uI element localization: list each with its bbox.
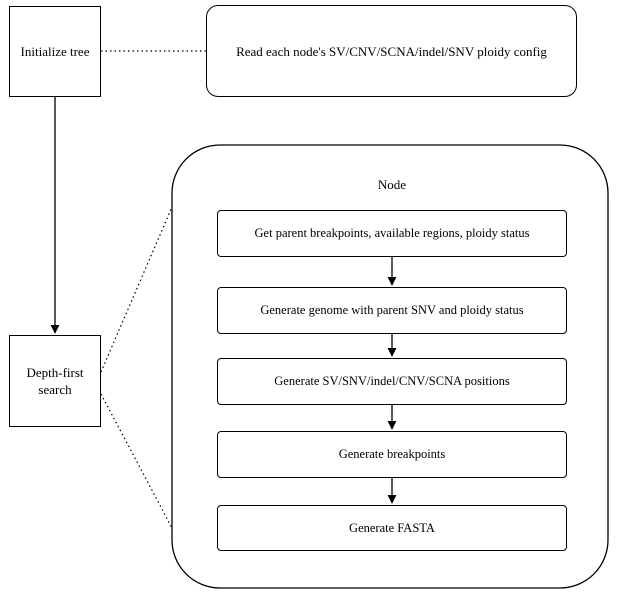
step-get-parent-breakpoints: Get parent breakpoints, available region… [217, 210, 567, 257]
read-config-box: Read each node's SV/CNV/SCNA/indel/SNV p… [206, 5, 577, 97]
step-2-label: Generate genome with parent SNV and ploi… [260, 303, 524, 317]
step-generate-breakpoints: Generate breakpoints [217, 431, 567, 478]
step-4-label: Generate breakpoints [338, 447, 446, 461]
step-1-label: Get parent breakpoints, available region… [254, 226, 530, 240]
step-generate-positions: Generate SV/SNV/indel/CNV/SCNA positions [217, 358, 567, 405]
node-title: Node [377, 177, 407, 192]
step-generate-genome: Generate genome with parent SNV and ploi… [217, 287, 567, 334]
read-config-label: Read each node's SV/CNV/SCNA/indel/SNV p… [236, 43, 547, 59]
step-3-label: Generate SV/SNV/indel/CNV/SCNA positions [274, 374, 510, 388]
depth-first-search-box: Depth-first search [9, 335, 101, 427]
dotted-zoom-top [100, 206, 173, 373]
depth-first-search-label: Depth-first search [26, 365, 84, 397]
step-generate-fasta: Generate FASTA [217, 505, 567, 551]
initialize-tree-box: Initialize tree [9, 6, 101, 97]
dotted-zoom-bottom [100, 393, 173, 529]
step-5-label: Generate FASTA [349, 520, 435, 535]
initialize-tree-label: Initialize tree [20, 44, 90, 59]
